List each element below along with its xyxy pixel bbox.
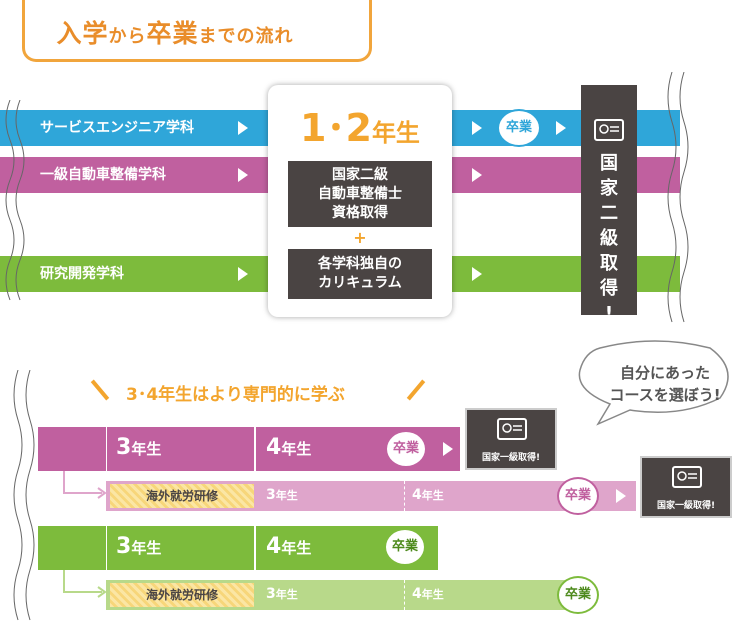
plus-sign: + bbox=[353, 228, 367, 247]
divider bbox=[106, 427, 107, 607]
certificate-icon bbox=[497, 418, 527, 440]
certificate-icon bbox=[594, 119, 624, 141]
graduation-badge: 卒業 bbox=[557, 576, 599, 614]
cert-badge-grade1-abroad: 国家一級取得! bbox=[640, 456, 732, 518]
divider bbox=[254, 427, 256, 471]
section-banner: 3･4年生はより専門的に学ぶ bbox=[126, 385, 345, 405]
branch-arrow bbox=[63, 471, 107, 499]
arrow-right-icon bbox=[616, 489, 626, 503]
arrow-right-icon bbox=[472, 121, 482, 135]
banner-left-stroke bbox=[90, 379, 110, 401]
title-box bbox=[22, 0, 372, 62]
arrow-right-icon bbox=[238, 121, 248, 135]
speech-bubble bbox=[578, 340, 729, 426]
banner-right-stroke bbox=[406, 379, 426, 401]
graduation-badge: 卒業 bbox=[497, 109, 541, 147]
graduation-badge: 卒業 bbox=[384, 528, 426, 566]
overseas-training-label: 海外就労研修 bbox=[110, 484, 254, 508]
cert-badge-grade1: 国家一級取得! bbox=[465, 408, 557, 470]
certificate-icon bbox=[672, 466, 702, 488]
year3-label-light: 3年生 bbox=[266, 586, 298, 602]
year4-label: 4年生 bbox=[266, 534, 312, 559]
graduation-badge: 卒業 bbox=[385, 430, 427, 468]
page-title: 入学から卒業までの流れ bbox=[56, 19, 294, 48]
graduation-badge: 卒業 bbox=[557, 477, 599, 515]
arrow-right-icon bbox=[472, 267, 482, 281]
wavy-edge-left bbox=[5, 100, 25, 301]
curriculum-box: 各学科独自の カリキュラム bbox=[288, 249, 432, 299]
wavy-edge-right bbox=[667, 72, 689, 323]
divider bbox=[404, 481, 405, 511]
license-box: 国家二級 自動車整備士 資格取得 bbox=[288, 161, 432, 227]
bubble-text: 自分にあった コースを選ぼう! bbox=[609, 364, 721, 404]
year4-label: 4年生 bbox=[266, 435, 312, 460]
year3-label-light: 3年生 bbox=[266, 487, 298, 503]
wavy-edge-left-lower bbox=[13, 370, 35, 621]
divider bbox=[254, 526, 256, 570]
arrow-right-icon bbox=[556, 121, 566, 135]
cert-column: 国 家 二 級 取 得 ! bbox=[581, 85, 637, 324]
branch-arrow bbox=[63, 570, 107, 598]
advanced-row-research bbox=[38, 526, 438, 570]
year3-label: 3年生 bbox=[116, 435, 162, 460]
overseas-training-label: 海外就労研修 bbox=[110, 583, 254, 607]
year-1-2-heading: 1･2年生 bbox=[300, 106, 420, 150]
arrow-right-icon bbox=[472, 168, 482, 182]
divider bbox=[106, 526, 107, 570]
year4-label-light: 4年生 bbox=[412, 487, 444, 503]
arrow-right-icon bbox=[443, 442, 453, 456]
cert-column-text: 国 家 二 級 取 得 ! bbox=[600, 153, 618, 324]
year3-label: 3年生 bbox=[116, 534, 162, 559]
arrow-right-icon bbox=[238, 267, 248, 281]
arrow-right-icon bbox=[238, 168, 248, 182]
year4-label-light: 4年生 bbox=[412, 586, 444, 602]
year-1-2-panel: 1･2年生 国家二級 自動車整備士 資格取得 + 各学科独自の カリキュラム bbox=[268, 85, 452, 317]
divider bbox=[404, 580, 405, 610]
